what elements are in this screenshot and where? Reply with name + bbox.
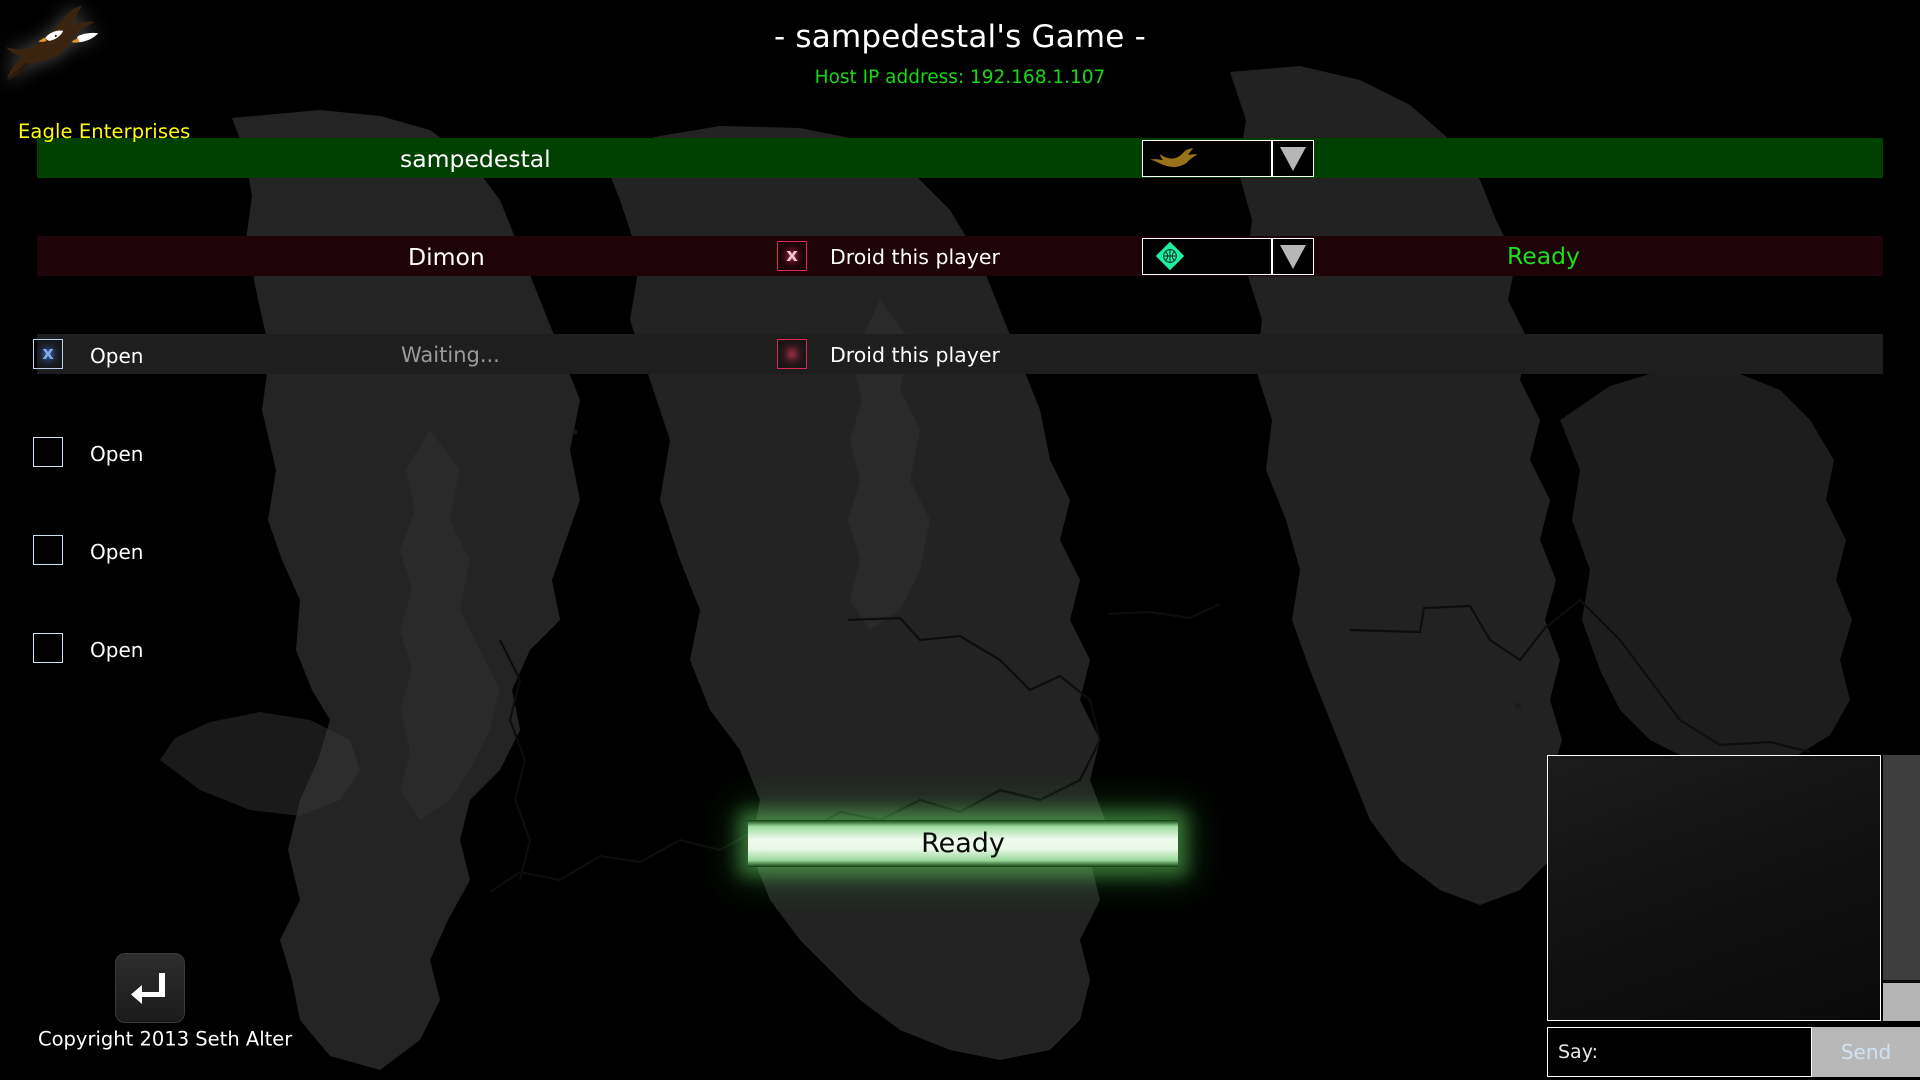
- back-button[interactable]: [115, 953, 185, 1023]
- open-slot-label: Open: [90, 344, 144, 368]
- host-ip-label: Host IP address: 192.168.1.107: [814, 67, 1106, 88]
- open-slot-checkbox[interactable]: x: [33, 339, 63, 369]
- page-title: - sampedestal's Game -: [773, 19, 1147, 55]
- open-slot-row: x Open: [33, 432, 1883, 472]
- chat-input-row: Send: [1547, 1027, 1920, 1077]
- droid-player-checkbox[interactable]: x: [777, 339, 807, 369]
- scrollbar-thumb[interactable]: [1883, 755, 1920, 980]
- chevron-down-icon[interactable]: [1273, 239, 1313, 274]
- chat-panel: Send: [1547, 755, 1920, 1080]
- open-slot-checkbox[interactable]: x: [33, 535, 63, 565]
- faction-dropdown[interactable]: [1142, 140, 1314, 177]
- player-name: sampedestal: [400, 145, 551, 173]
- ready-button[interactable]: Ready: [748, 820, 1178, 867]
- eagle-faction-icon: [1143, 141, 1271, 176]
- open-slot-row: x Open: [33, 530, 1883, 570]
- player-status-badge: Ready: [1507, 242, 1580, 270]
- scroll-down-button[interactable]: [1883, 983, 1920, 1021]
- player-slot-row: Dimon x Droid this player: [37, 236, 1883, 276]
- chat-say-input[interactable]: [1547, 1027, 1812, 1077]
- brand-name: Eagle Enterprises: [18, 120, 191, 143]
- waiting-status-label: Waiting...: [401, 343, 500, 367]
- open-slot-label: Open: [90, 442, 144, 466]
- chat-log[interactable]: [1547, 755, 1881, 1021]
- return-arrow-icon: [131, 973, 165, 1004]
- open-slot-row: x Open Waiting... x Droid this player: [33, 334, 1883, 374]
- faction-dropdown[interactable]: [1142, 238, 1314, 275]
- copyright-text: Copyright 2013 Seth Alter: [38, 1027, 293, 1051]
- open-slot-checkbox[interactable]: x: [33, 437, 63, 467]
- player-slot-list: sampedestal Dimon x Droid this player: [33, 138, 1883, 668]
- droid-player-checkbox[interactable]: x: [777, 241, 807, 271]
- open-slot-checkbox[interactable]: x: [33, 633, 63, 663]
- chat-scrollbar[interactable]: [1883, 755, 1920, 1021]
- open-slot-row: x Open: [33, 628, 1883, 668]
- player-slot-row: sampedestal: [37, 138, 1883, 178]
- slot-band: [37, 138, 1883, 178]
- open-slot-label: Open: [90, 638, 144, 662]
- droid-player-label: Droid this player: [830, 245, 1000, 269]
- send-button[interactable]: Send: [1812, 1027, 1920, 1077]
- droid-player-label: Droid this player: [830, 343, 1000, 367]
- chevron-down-icon[interactable]: [1273, 141, 1313, 176]
- diamond-faction-icon: [1143, 239, 1271, 274]
- player-name: Dimon: [408, 243, 485, 271]
- open-slot-label: Open: [90, 540, 144, 564]
